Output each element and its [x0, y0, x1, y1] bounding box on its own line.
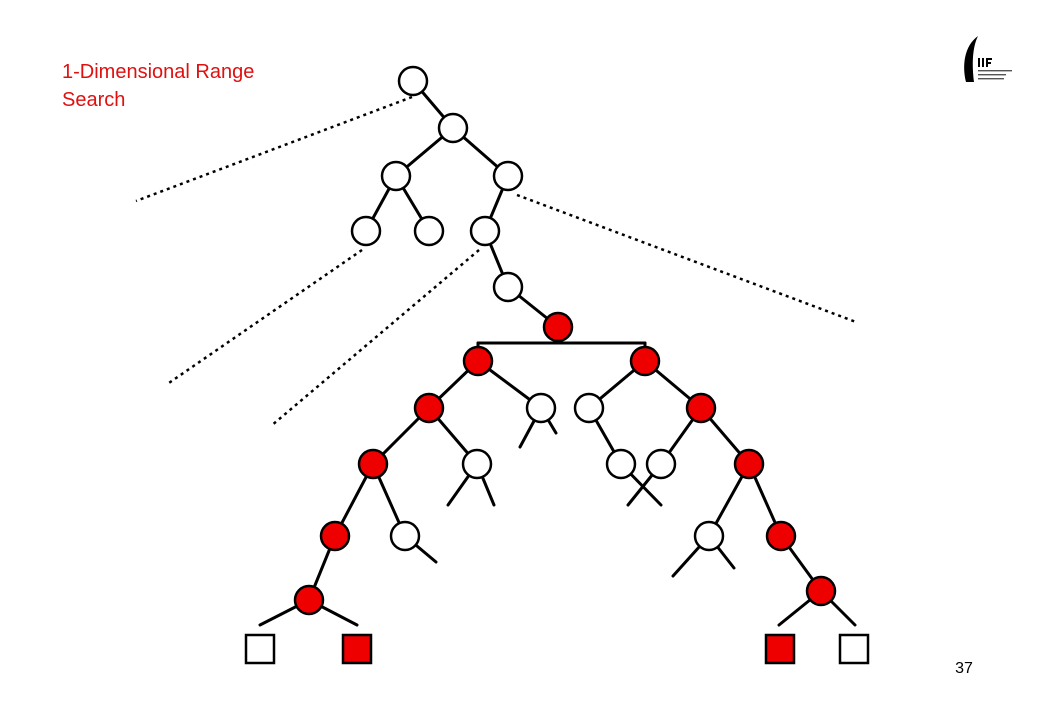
highlighted-tree-leaf — [341, 633, 373, 665]
highlighted-tree-node — [462, 345, 494, 377]
institute-logo-icon — [964, 36, 1012, 82]
tree-node — [525, 392, 557, 424]
highlighted-tree-node — [765, 520, 797, 552]
page-number: 37 — [955, 660, 973, 677]
tree-node — [492, 160, 524, 192]
tree-node — [350, 215, 382, 247]
tree-node — [413, 215, 445, 247]
highlighted-tree-node — [733, 448, 765, 480]
tree-node — [645, 448, 677, 480]
highlighted-tree-node — [319, 520, 351, 552]
dotted-line — [270, 249, 480, 427]
dotted-line — [165, 248, 363, 387]
highlighted-tree-leaf — [764, 633, 796, 665]
tree-nodes — [244, 65, 870, 665]
tree-node — [461, 448, 493, 480]
search-path-lines — [135, 95, 857, 427]
tree-node — [693, 520, 725, 552]
highlighted-tree-node — [293, 584, 325, 616]
highlighted-tree-node — [542, 311, 574, 343]
highlighted-tree-node — [685, 392, 717, 424]
tree-leaf — [838, 633, 870, 665]
tree-node — [573, 392, 605, 424]
dotted-line — [516, 193, 857, 324]
slide-title: 1-Dimensional Range Search — [62, 61, 255, 111]
tree-node — [380, 160, 412, 192]
tree-node — [437, 112, 469, 144]
tree-leaf — [244, 633, 276, 665]
highlighted-tree-node — [805, 575, 837, 607]
highlighted-tree-node — [629, 345, 661, 377]
dotted-line — [135, 95, 413, 203]
tree-edges — [258, 79, 857, 627]
highlighted-tree-node — [357, 448, 389, 480]
highlighted-tree-node — [413, 392, 445, 424]
tree-node — [492, 271, 524, 303]
tree-node — [397, 65, 429, 97]
tree-node — [469, 215, 501, 247]
tree-node — [389, 520, 421, 552]
tree-node — [605, 448, 637, 480]
